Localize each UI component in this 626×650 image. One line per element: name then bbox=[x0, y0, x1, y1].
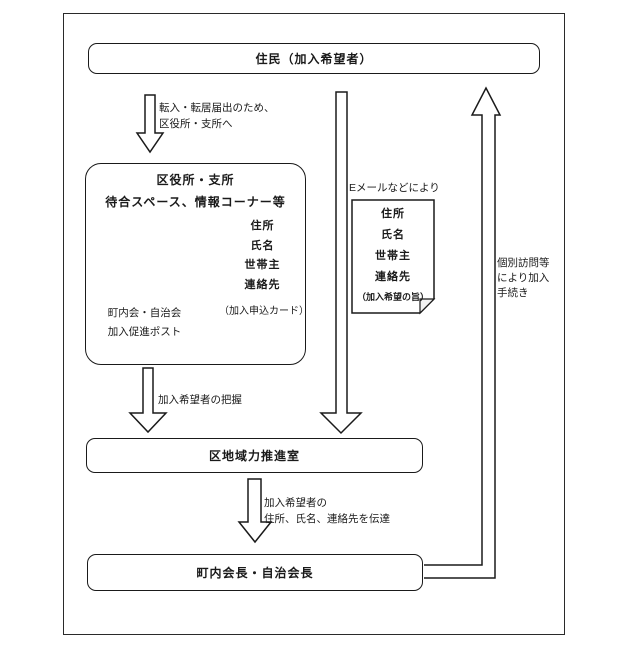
label-visit-line1: 個別訪問等 bbox=[497, 257, 550, 269]
node-promotion-office: 区地域力推進室 bbox=[86, 438, 423, 473]
node-resident: 住民（加入希望者） bbox=[88, 43, 540, 74]
label-move-in-line2: 区役所・支所へ bbox=[159, 118, 233, 130]
label-email: Eメールなどにより bbox=[349, 182, 440, 194]
application-card-field: 氏名 bbox=[250, 239, 275, 252]
application-card-field: 住所 bbox=[250, 220, 275, 232]
label-convey-line2: 住所、氏名、連絡先を伝達 bbox=[264, 513, 390, 525]
postbox-label-line2: 加入促進ポスト bbox=[107, 326, 182, 338]
email-card-field: 氏名 bbox=[381, 229, 405, 241]
label-convey-line1: 加入希望者の bbox=[264, 497, 327, 509]
node-ward-office-header: 区役所・支所 待合スペース、情報コーナー等 bbox=[86, 164, 305, 213]
email-card-field: 連絡先 bbox=[375, 271, 411, 283]
node-ward-office: 区役所・支所 待合スペース、情報コーナー等 bbox=[85, 163, 306, 365]
node-ward-office-subtitle: 待合スペース、情報コーナー等 bbox=[105, 195, 286, 209]
application-card-field: 連絡先 bbox=[244, 278, 281, 291]
node-resident-label: 住民（加入希望者） bbox=[255, 52, 373, 66]
label-visit: 個別訪問等 により加入 手続き bbox=[497, 256, 550, 301]
email-card-field: 世帯主 bbox=[375, 250, 411, 262]
diagram-outer-border bbox=[63, 13, 565, 635]
node-chairmen-label: 町内会長・自治会長 bbox=[196, 566, 314, 580]
label-move-in: 転入・転居届出のため、 区役所・支所へ bbox=[159, 100, 275, 132]
label-visit-line3: 手続き bbox=[497, 287, 529, 299]
node-promotion-office-label: 区地域力推進室 bbox=[208, 449, 300, 463]
node-ward-office-title: 区役所・支所 bbox=[156, 173, 235, 187]
email-card-fields: 住所 氏名 世帯主 連絡先 （加入希望の旨） bbox=[352, 204, 434, 306]
node-chairmen: 町内会長・自治会長 bbox=[87, 554, 423, 591]
email-card-field: 住所 bbox=[381, 208, 405, 220]
application-card-caption: （加入申込カード） bbox=[219, 306, 309, 317]
postbox-label-line1: 町内会・自治会 bbox=[107, 307, 182, 319]
label-visit-line2: により加入 bbox=[497, 272, 550, 284]
email-card-note: （加入希望の旨） bbox=[356, 292, 429, 302]
label-move-in-line1: 転入・転居届出のため、 bbox=[159, 102, 275, 114]
application-card-field: 世帯主 bbox=[244, 259, 281, 271]
application-card-fields: 住所 氏名 世帯主 連絡先 bbox=[230, 217, 295, 295]
postbox-label: 町内会・自治会 加入促進ポスト bbox=[91, 304, 198, 342]
label-grasp: 加入希望者の把握 bbox=[158, 394, 242, 406]
label-convey: 加入希望者の 住所、氏名、連絡先を伝達 bbox=[264, 495, 390, 527]
